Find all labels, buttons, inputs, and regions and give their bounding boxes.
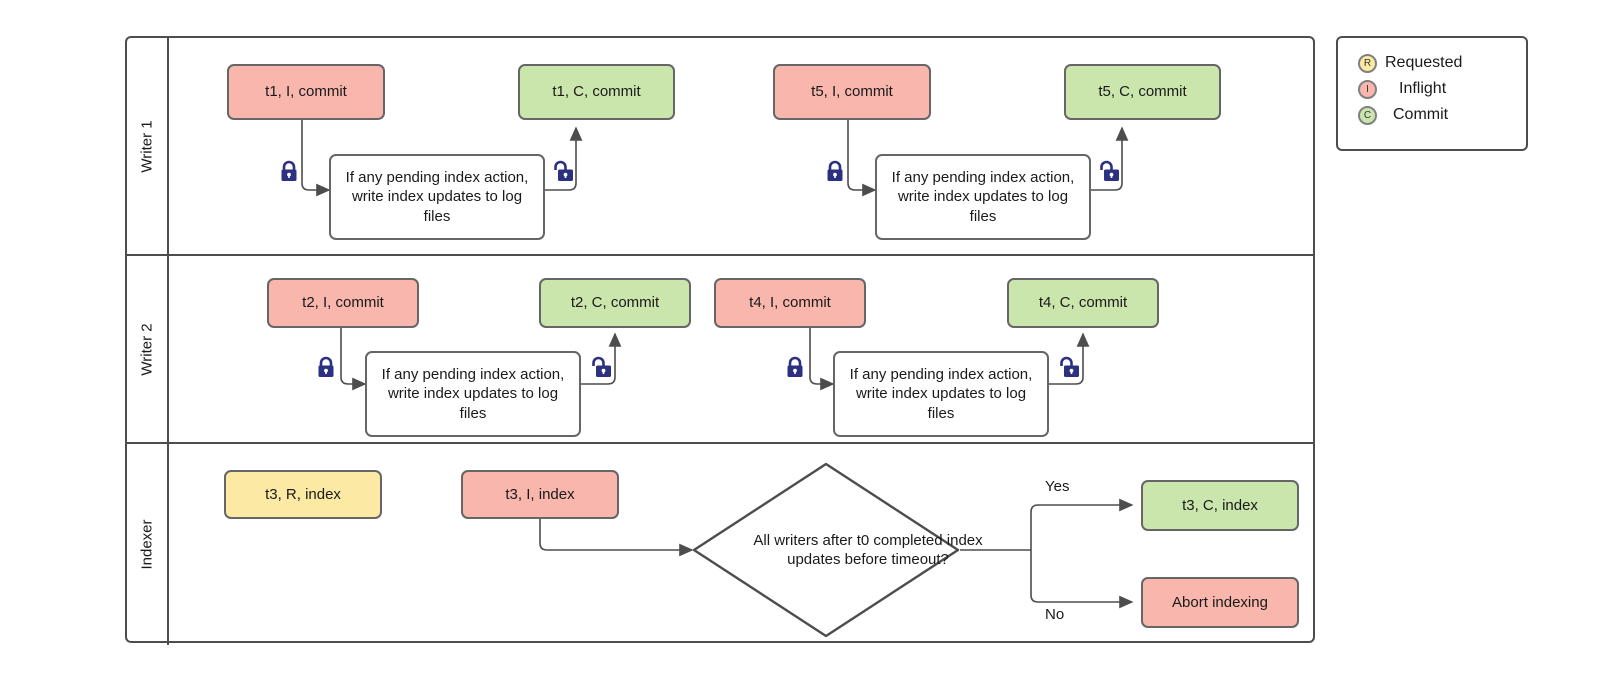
node-label: t3, C, index bbox=[1182, 496, 1258, 514]
decision-label: All writers after t0 completed index upd… bbox=[753, 531, 983, 569]
node-label: t4, C, commit bbox=[1038, 294, 1128, 312]
lock-open-icon bbox=[553, 160, 573, 182]
lock-open-icon bbox=[1099, 160, 1119, 182]
node-label: If any pending index action, write index… bbox=[345, 169, 529, 225]
legend-label-inflight: Inflight bbox=[1399, 80, 1447, 97]
legend-label-commit: Commit bbox=[1393, 106, 1449, 123]
lock-closed-icon bbox=[785, 356, 805, 378]
inflight-badge-icon: I bbox=[1358, 79, 1377, 99]
node-label: t2, I, commit bbox=[302, 294, 384, 312]
swimlane-header-writer-2: Writer 2 bbox=[127, 256, 169, 442]
legend-item-requested: R Requested bbox=[1358, 50, 1526, 76]
swimlane-writer-1: Writer 1 bbox=[127, 38, 1313, 256]
commit-badge-icon: C bbox=[1358, 105, 1377, 125]
node-writer1-process-a[interactable]: If any pending index action, write index… bbox=[329, 154, 545, 240]
node-label: t1, C, commit bbox=[552, 83, 641, 101]
node-label: t3, R, index bbox=[265, 485, 341, 503]
node-t3-requested[interactable]: t3, R, index bbox=[224, 470, 382, 519]
legend-item-inflight: I Inflight bbox=[1358, 76, 1526, 102]
edge-label-no: No bbox=[1045, 606, 1065, 623]
node-label: If any pending index action, write index… bbox=[891, 169, 1075, 225]
node-t3-commit[interactable]: t3, C, index bbox=[1141, 480, 1299, 531]
lock-open-icon bbox=[1059, 356, 1079, 378]
node-writer2-process-a[interactable]: If any pending index action, write index… bbox=[365, 351, 581, 437]
node-t1-commit[interactable]: t1, C, commit bbox=[518, 64, 675, 120]
node-t2-commit[interactable]: t2, C, commit bbox=[539, 278, 691, 328]
swimlane-body-writer-2: t2, I, commit t2, C, commit t4, I, commi… bbox=[169, 256, 1313, 442]
swimlane-indexer: Indexer bbox=[127, 444, 1313, 645]
lock-open-icon bbox=[591, 356, 611, 378]
swimlane-body-writer-1: t1, I, commit t1, C, commit t5, I, commi… bbox=[169, 38, 1313, 254]
swimlane-body-indexer: t3, R, index t3, I, index t3, C, index A… bbox=[169, 444, 1313, 645]
swimlane-container: Writer 1 bbox=[125, 36, 1315, 645]
legend-item-commit: C Commit bbox=[1358, 102, 1526, 128]
node-writer1-process-b[interactable]: If any pending index action, write index… bbox=[875, 154, 1091, 240]
node-label: t5, C, commit bbox=[1098, 83, 1187, 101]
legend-panel: R Requested I Inflight C Commit bbox=[1336, 36, 1528, 151]
node-t5-commit[interactable]: t5, C, commit bbox=[1064, 64, 1221, 120]
lock-closed-icon bbox=[279, 160, 299, 182]
node-label: If any pending index action, write index… bbox=[849, 366, 1033, 422]
node-t4-commit[interactable]: t4, C, commit bbox=[1007, 278, 1159, 328]
node-label: t2, C, commit bbox=[570, 294, 660, 312]
node-label: t3, I, index bbox=[505, 485, 575, 503]
node-decision-all-writers[interactable]: All writers after t0 completed index upd… bbox=[692, 462, 983, 638]
node-writer2-process-b[interactable]: If any pending index action, write index… bbox=[833, 351, 1049, 437]
edge-label-yes: Yes bbox=[1045, 478, 1070, 495]
node-label: t1, I, commit bbox=[265, 83, 347, 101]
node-abort-indexing[interactable]: Abort indexing bbox=[1141, 577, 1299, 628]
swimlane-header-writer-1: Writer 1 bbox=[127, 38, 169, 254]
swimlane-label-writer-1: Writer 1 bbox=[138, 119, 156, 173]
node-t3-inflight[interactable]: t3, I, index bbox=[461, 470, 619, 519]
node-t2-inflight[interactable]: t2, I, commit bbox=[267, 278, 419, 328]
node-t5-inflight[interactable]: t5, I, commit bbox=[773, 64, 931, 120]
node-label: t5, I, commit bbox=[811, 83, 893, 101]
node-t1-inflight[interactable]: t1, I, commit bbox=[227, 64, 385, 120]
swimlane-label-indexer: Indexer bbox=[138, 519, 156, 570]
swimlane-header-indexer: Indexer bbox=[127, 444, 169, 645]
lock-closed-icon bbox=[825, 160, 845, 182]
node-label: Abort indexing bbox=[1172, 593, 1268, 611]
node-label: If any pending index action, write index… bbox=[381, 366, 565, 422]
lock-closed-icon bbox=[316, 356, 336, 378]
node-t4-inflight[interactable]: t4, I, commit bbox=[714, 278, 866, 328]
legend-label-requested: Requested bbox=[1385, 54, 1463, 71]
swimlane-label-writer-2: Writer 2 bbox=[138, 322, 156, 376]
requested-badge-icon: R bbox=[1358, 53, 1377, 73]
node-label: t4, I, commit bbox=[749, 294, 831, 312]
swimlane-writer-2: Writer 2 t2, I, commit bbox=[127, 256, 1313, 444]
